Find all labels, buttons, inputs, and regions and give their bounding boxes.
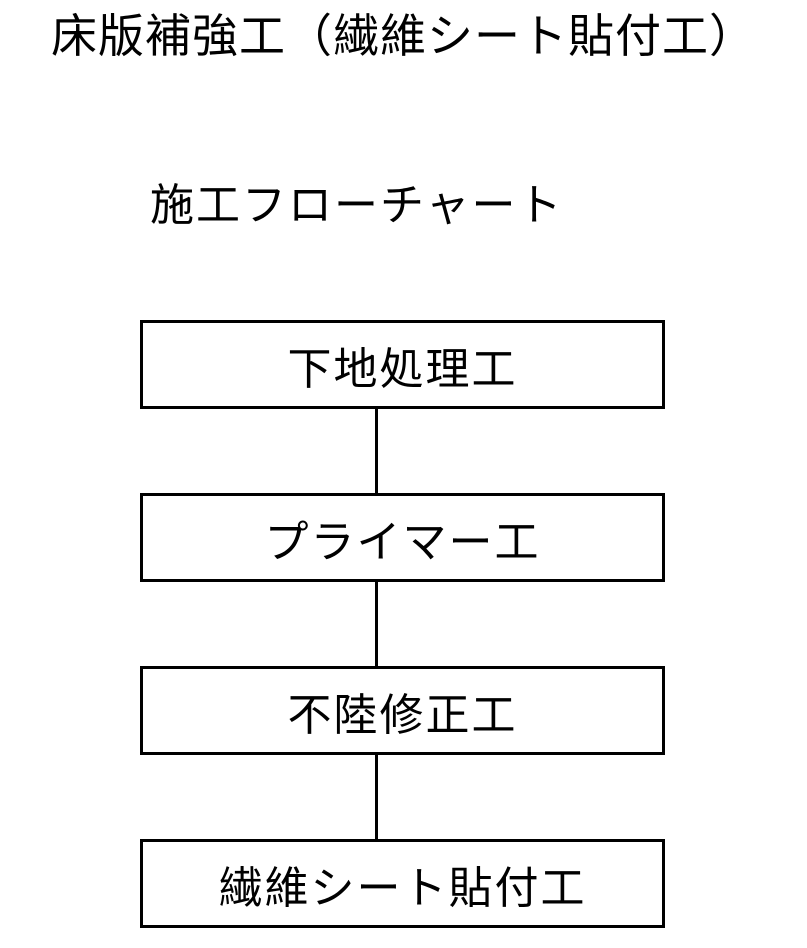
flow-step-primer: プライマー工: [140, 493, 665, 582]
page-title: 床版補強工（繊維シート貼付工）: [51, 9, 756, 63]
flowchart-heading: 施工フローチャート: [150, 180, 564, 231]
flow-connector: [375, 582, 378, 666]
flow-connector: [375, 409, 378, 493]
flowchart: 下地処理工 プライマー工 不陸修正工 繊維シート貼付工: [140, 320, 665, 928]
flow-step-leveling: 不陸修正工: [140, 666, 665, 755]
flow-step-surface-preparation: 下地処理工: [140, 320, 665, 409]
flow-step-fiber-sheet-bonding: 繊維シート貼付工: [140, 839, 665, 928]
flow-connector: [375, 755, 378, 839]
